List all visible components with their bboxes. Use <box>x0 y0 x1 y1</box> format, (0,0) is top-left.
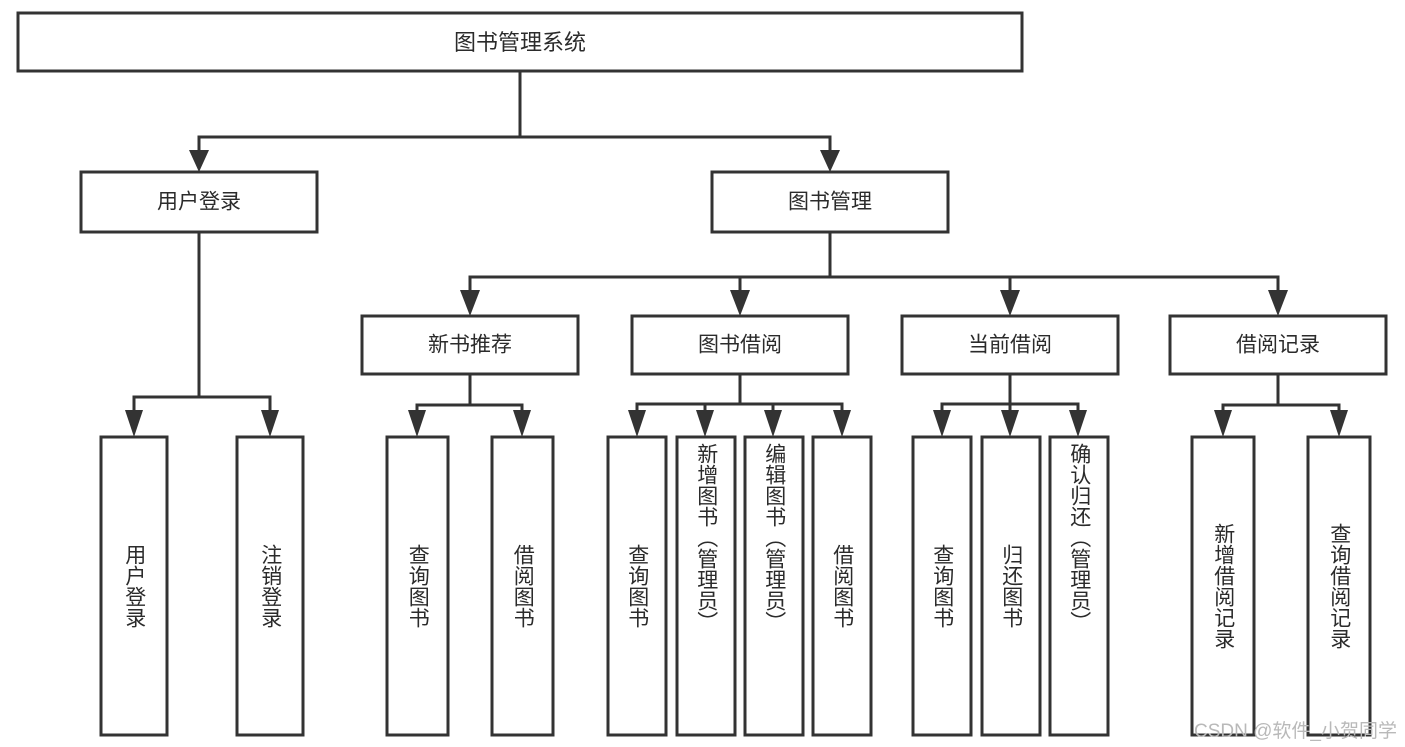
node-current-borrow-box[interactable] <box>900 314 1120 376</box>
arrow-to-book-manage <box>820 150 840 172</box>
node-current-borrow[interactable]: 当前借阅 <box>900 314 1120 376</box>
node-leaf-user-login-box[interactable] <box>99 435 169 737</box>
node-book-manage-box[interactable] <box>710 170 950 234</box>
node-user-login-label: 用户登录 <box>157 191 241 214</box>
arrow-to-user-login <box>189 150 209 172</box>
node-root-label: 图书管理系统 <box>454 30 586 55</box>
arrow-to-leaf-query-book-2 <box>628 410 646 437</box>
node-root-box[interactable] <box>16 11 1024 73</box>
arrow-to-new-book-rec <box>460 290 480 316</box>
node-new-book-rec[interactable]: 新书推荐 <box>360 314 580 376</box>
arrow-to-leaf-return-book <box>1001 410 1019 437</box>
node-leaf-return-book-box[interactable] <box>980 435 1042 737</box>
arrow-to-leaf-query-record <box>1330 410 1348 437</box>
node-user-login[interactable]: 用户登录 <box>79 170 319 234</box>
arrow-to-leaf-query-book-1 <box>408 410 426 437</box>
node-leaf-query-book-2-box[interactable] <box>606 435 668 737</box>
arrow-to-leaf-user-login <box>125 410 143 437</box>
arrow-to-leaf-logout <box>261 410 279 437</box>
arrow-to-leaf-add-record <box>1214 410 1232 437</box>
arrow-to-book-borrow <box>730 290 750 316</box>
arrow-to-borrow-record <box>1268 290 1288 316</box>
node-leaf-query-book-3-box[interactable] <box>911 435 973 737</box>
node-book-manage-label: 图书管理 <box>788 191 872 214</box>
node-book-borrow[interactable]: 图书借阅 <box>630 314 850 376</box>
node-user-login-box[interactable] <box>79 170 319 234</box>
node-leaf-confirm-return-box[interactable] <box>1048 435 1110 737</box>
node-book-manage[interactable]: 图书管理 <box>710 170 950 234</box>
node-borrow-record-box[interactable] <box>1168 314 1388 376</box>
node-leaf-borrow-book-1-box[interactable] <box>490 435 555 737</box>
node-leaf-edit-book-box[interactable] <box>743 435 805 737</box>
node-borrow-record[interactable]: 借阅记录 <box>1168 314 1388 376</box>
csdn-watermark: CSDN @软件_小贺同学 <box>1194 721 1397 742</box>
node-leaf-logout-box[interactable] <box>235 435 305 737</box>
node-leaf-query-book-1-box[interactable] <box>385 435 450 737</box>
node-leaf-add-record-box[interactable] <box>1190 435 1256 737</box>
arrow-to-current-borrow <box>1000 290 1020 316</box>
connectors-layer <box>125 69 1348 437</box>
arrow-to-leaf-confirm-return <box>1069 410 1087 437</box>
node-new-book-rec-label: 新书推荐 <box>428 334 512 357</box>
node-new-book-rec-box[interactable] <box>360 314 580 376</box>
node-current-borrow-label: 当前借阅 <box>968 334 1052 357</box>
arrow-to-leaf-borrow-book-1 <box>513 410 531 437</box>
arrow-to-leaf-borrow-book-2 <box>833 410 851 437</box>
arrow-to-leaf-query-book-3 <box>933 410 951 437</box>
arrow-to-leaf-edit-book <box>764 410 782 437</box>
node-book-borrow-box[interactable] <box>630 314 850 376</box>
node-leaf-add-book-box[interactable] <box>675 435 737 737</box>
arrow-to-leaf-add-book <box>696 410 714 437</box>
node-leaf-borrow-book-2-box[interactable] <box>811 435 873 737</box>
node-root[interactable]: 图书管理系统 <box>16 11 1024 73</box>
node-book-borrow-label: 图书借阅 <box>698 334 782 357</box>
node-borrow-record-label: 借阅记录 <box>1236 334 1320 357</box>
node-leaf-query-record-box[interactable] <box>1306 435 1372 737</box>
